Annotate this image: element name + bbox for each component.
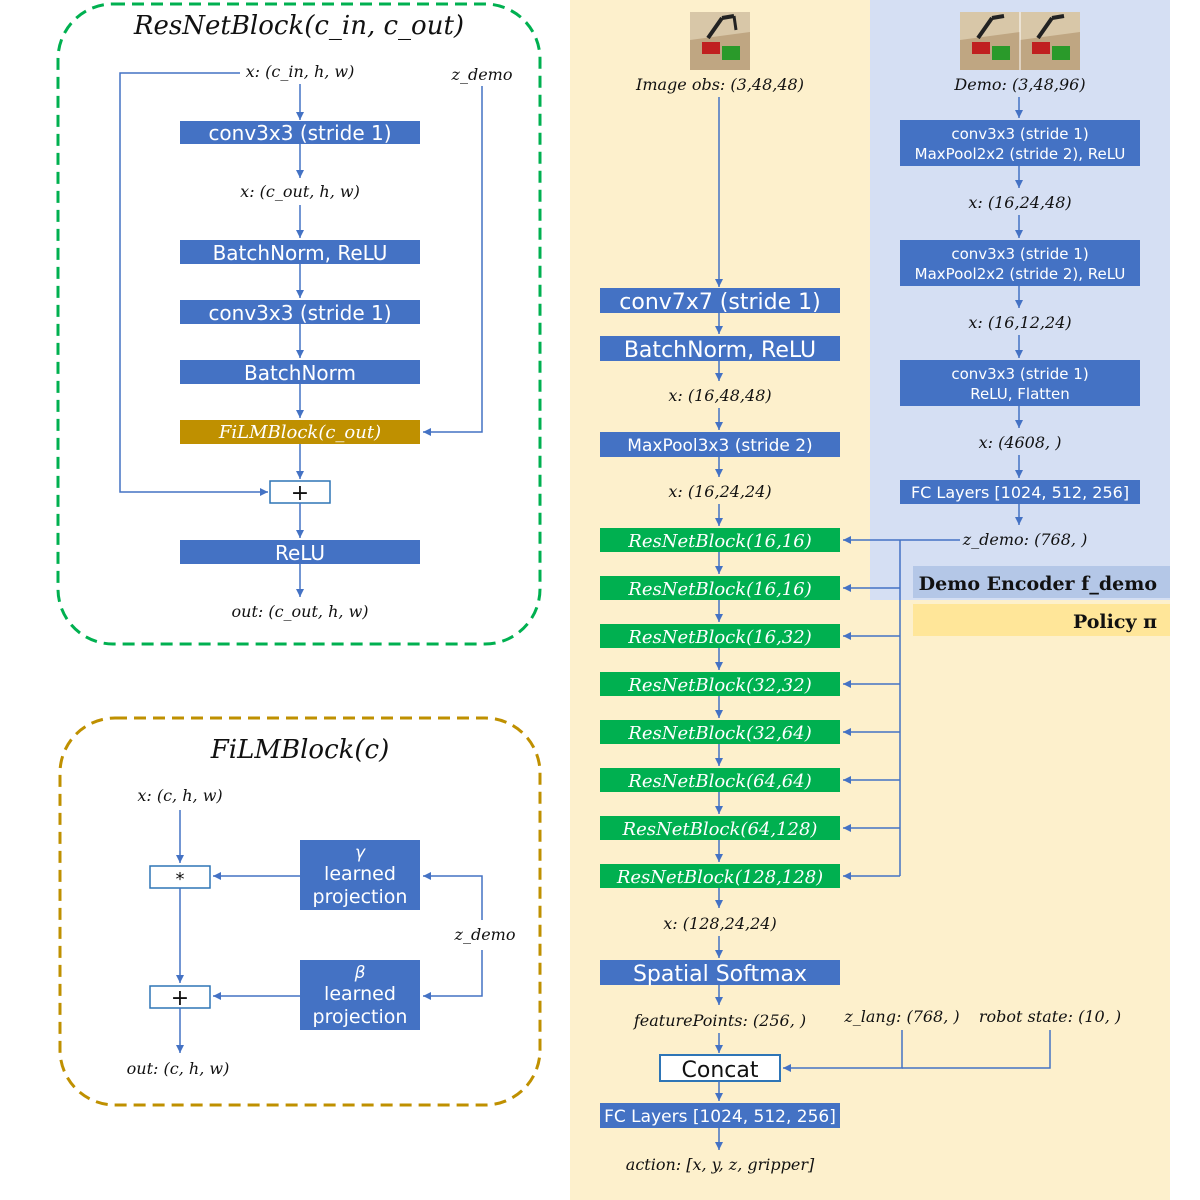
film-gamma-text1: learned bbox=[324, 863, 396, 885]
demo-conv-c-text2: ReLU, Flatten bbox=[970, 385, 1070, 403]
demo-xc-label: x: (4608, ) bbox=[979, 433, 1062, 452]
resnet-bn-box bbox=[180, 360, 420, 384]
svg-text:ResNetBlock(16,16): ResNetBlock(16,16) bbox=[627, 579, 811, 600]
policy-robot-state-label: robot state: (10, ) bbox=[979, 1007, 1121, 1026]
svg-text:ResNetBlock(16,32): ResNetBlock(16,32) bbox=[627, 627, 811, 648]
film-panel-border bbox=[58, 716, 542, 1107]
resnet-panel-border bbox=[56, 2, 542, 646]
film-plus-text: + bbox=[171, 986, 189, 1011]
svg-text:ResNetBlock(64,64): ResNetBlock(64,64) bbox=[627, 771, 811, 792]
resnet-relu-text: ReLU bbox=[275, 541, 325, 565]
demo-fc-text: FC Layers [1024, 512, 256] bbox=[911, 483, 1129, 502]
resnet-block-6: ResNetBlock(64,128) bbox=[600, 816, 840, 840]
demo-thumbnail bbox=[960, 12, 1080, 70]
policy-label-bg bbox=[913, 604, 1170, 636]
resnet-block-0: ResNetBlock(16,16) bbox=[600, 528, 840, 552]
resnet-conv2-text: conv3x3 (stride 1) bbox=[208, 301, 391, 325]
image-obs-thumbnail bbox=[690, 12, 750, 70]
resnet-bn-text: BatchNorm bbox=[244, 361, 356, 385]
svg-text:ResNetBlock(128,128): ResNetBlock(128,128) bbox=[616, 867, 823, 888]
resnet-zdemo-label: z_demo bbox=[451, 65, 513, 84]
film-beta-box bbox=[300, 960, 420, 1030]
demo-xa-label: x: (16,24,48) bbox=[968, 193, 1071, 212]
resnet-input-label: x: (c_in, h, w) bbox=[246, 62, 355, 81]
resnet-block-2: ResNetBlock(16,32) bbox=[600, 624, 840, 648]
policy-bn-relu-text: BatchNorm, ReLU bbox=[624, 338, 816, 363]
resnet-bn-relu-text: BatchNorm, ReLU bbox=[213, 241, 388, 265]
film-gamma-box bbox=[300, 840, 420, 910]
svg-text:ResNetBlock(32,32): ResNetBlock(32,32) bbox=[627, 675, 811, 696]
policy-conv7-text: conv7x7 (stride 1) bbox=[619, 290, 820, 315]
film-beta-text2: projection bbox=[313, 1006, 408, 1028]
policy-maxpool-text: MaxPool3x3 (stride 2) bbox=[627, 436, 812, 456]
demo-conv-a-text1: conv3x3 (stride 1) bbox=[951, 125, 1088, 143]
demo-conv-c-box bbox=[900, 360, 1140, 406]
policy-concat-box bbox=[659, 1054, 781, 1082]
resnet-block-1: ResNetBlock(16,16) bbox=[600, 576, 840, 600]
demo-encoder-title: Demo Encoder f_demo bbox=[919, 573, 1157, 595]
resnet-mid-label: x: (c_out, h, w) bbox=[240, 182, 360, 201]
resnet-film-box bbox=[180, 420, 420, 444]
resnet-block-3: ResNetBlock(32,32) bbox=[600, 672, 840, 696]
svg-text:ResNetBlock(16,16): ResNetBlock(16,16) bbox=[627, 531, 811, 552]
policy-maxpool-box bbox=[600, 432, 840, 457]
svg-text:ResNetBlock(64,128): ResNetBlock(64,128) bbox=[622, 819, 818, 840]
demo-conv-b-text1: conv3x3 (stride 1) bbox=[951, 245, 1088, 263]
demo-encoder-label-bg bbox=[913, 566, 1170, 598]
demo-conv-b-box bbox=[900, 240, 1140, 286]
film-gamma-text2: projection bbox=[313, 886, 408, 908]
demo-zdemo-label: z_demo: (768, ) bbox=[962, 530, 1088, 549]
film-input-label: x: (c, h, w) bbox=[137, 786, 222, 805]
demo-conv-c-text1: conv3x3 (stride 1) bbox=[951, 365, 1088, 383]
film-panel-title: FiLMBlock(c) bbox=[210, 735, 389, 765]
policy-concat-text: Concat bbox=[682, 1058, 759, 1083]
film-beta-text1: learned bbox=[324, 983, 396, 1005]
policy-spatial-softmax-text: Spatial Softmax bbox=[633, 962, 807, 987]
resnet-bn-relu-box bbox=[180, 240, 420, 264]
resnet-block-5: ResNetBlock(64,64) bbox=[600, 768, 840, 792]
policy-action-label: action: [x, y, z, gripper] bbox=[626, 1155, 815, 1174]
policy-x2-label: x: (16,24,24) bbox=[668, 482, 771, 501]
policy-fc-box bbox=[600, 1103, 840, 1128]
film-times-text: * bbox=[176, 869, 185, 890]
resnet-panel-title: ResNetBlock(c_in, c_out) bbox=[133, 11, 464, 41]
policy-x3-label: x: (128,24,24) bbox=[663, 914, 776, 933]
policy-fc-text: FC Layers [1024, 512, 256] bbox=[604, 1107, 836, 1127]
demo-fc-box bbox=[900, 480, 1140, 504]
film-beta-symbol: β bbox=[354, 963, 366, 983]
image-obs-label: Image obs: (3,48,48) bbox=[635, 75, 804, 94]
demo-label: Demo: (3,48,96) bbox=[953, 75, 1085, 94]
policy-title: Policy π bbox=[1073, 611, 1157, 633]
demo-conv-b-text2: MaxPool2x2 (stride 2), ReLU bbox=[915, 265, 1126, 283]
resnet-relu-box bbox=[180, 540, 420, 564]
resnet-plus-text: + bbox=[291, 481, 309, 506]
demo-conv-a-text2: MaxPool2x2 (stride 2), ReLU bbox=[915, 145, 1126, 163]
policy-zlang-label: z_lang: (768, ) bbox=[843, 1007, 959, 1026]
demo-conv-a-box bbox=[900, 120, 1140, 166]
policy-bn-relu-box bbox=[600, 336, 840, 361]
film-zdemo-label: z_demo bbox=[454, 925, 516, 944]
resnet-conv1-text: conv3x3 (stride 1) bbox=[208, 121, 391, 145]
resnet-block-7: ResNetBlock(128,128) bbox=[600, 864, 840, 888]
policy-x1-label: x: (16,48,48) bbox=[668, 386, 771, 405]
demo-xb-label: x: (16,12,24) bbox=[968, 313, 1071, 332]
policy-feature-points-label: featurePoints: (256, ) bbox=[633, 1011, 806, 1030]
film-gamma-symbol: γ bbox=[355, 843, 366, 863]
resnet-conv2-box bbox=[180, 300, 420, 324]
resnet-output-label: out: (c_out, h, w) bbox=[232, 602, 369, 621]
svg-text:ResNetBlock(32,64): ResNetBlock(32,64) bbox=[627, 723, 811, 744]
film-output-label: out: (c, h, w) bbox=[127, 1059, 230, 1078]
policy-spatial-softmax-box bbox=[600, 960, 840, 985]
resnet-film-text: FiLMBlock(c_out) bbox=[218, 422, 381, 443]
policy-conv7-box bbox=[600, 288, 840, 313]
resnet-block-4: ResNetBlock(32,64) bbox=[600, 720, 840, 744]
resnet-conv1-box bbox=[180, 121, 420, 144]
